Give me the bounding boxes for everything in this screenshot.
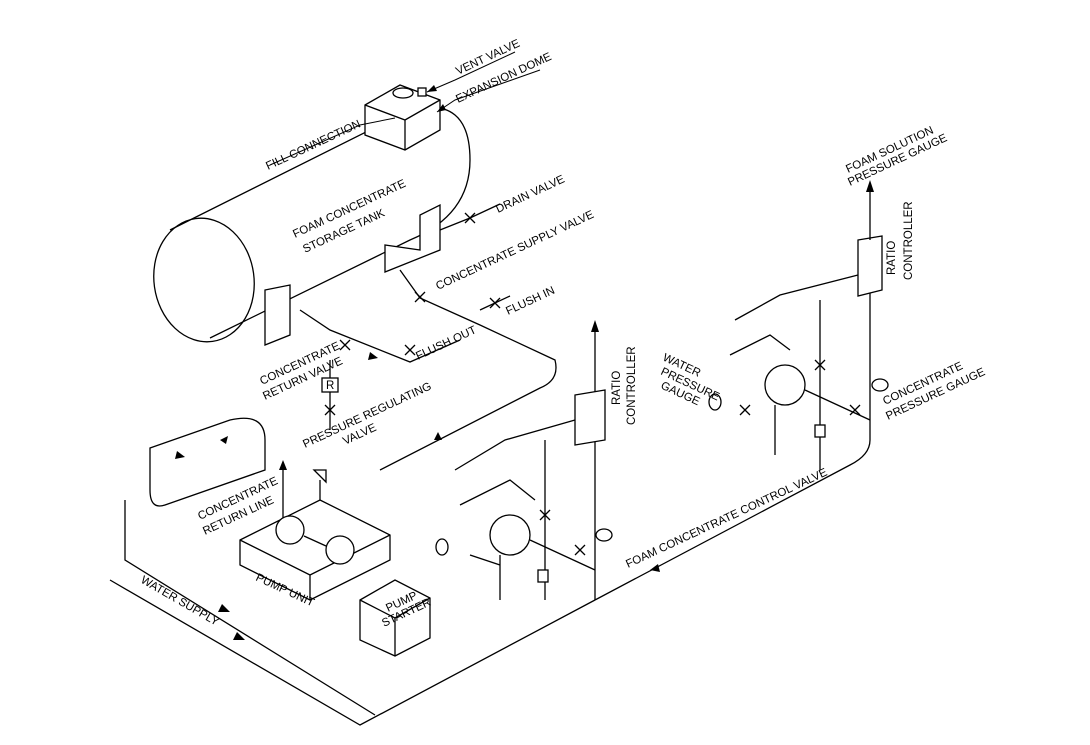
label-regulator-r: R — [326, 380, 334, 392]
pump-unit — [239, 469, 391, 601]
label-ratio-controller-b-2: CONTROLLER — [903, 201, 915, 280]
label-foam-concentrate-control-valve: FOAM CONCENTRATE CONTROL VALVE — [624, 466, 829, 570]
label-pressure-regulating-1: PRESSURE REGULATING — [301, 380, 433, 450]
tank-piping — [299, 203, 557, 471]
label-ratio-controller-a-1: RATIO — [611, 371, 623, 405]
label-concentrate-supply-valve: CONCENTRATE SUPPLY VALVE — [434, 209, 596, 293]
label-ratio-controller-a-2: CONTROLLER — [626, 346, 638, 425]
water-supply-piping — [109, 270, 871, 726]
label-ratio-controller-b-1: RATIO — [886, 241, 898, 275]
label-drain-valve: DRAIN VALVE — [494, 173, 567, 215]
pump-starter — [359, 579, 431, 657]
foam-concentrate-storage-tank — [153, 84, 471, 346]
label-flush-out: FLUSH OUT — [414, 324, 478, 362]
label-flush-in: FLUSH IN — [504, 285, 557, 318]
proportioner-a — [435, 320, 613, 600]
label-fill-connection: FILL CONNECTION — [264, 118, 363, 172]
proportioner-b — [708, 180, 889, 470]
tank-leader-lines — [269, 51, 541, 166]
